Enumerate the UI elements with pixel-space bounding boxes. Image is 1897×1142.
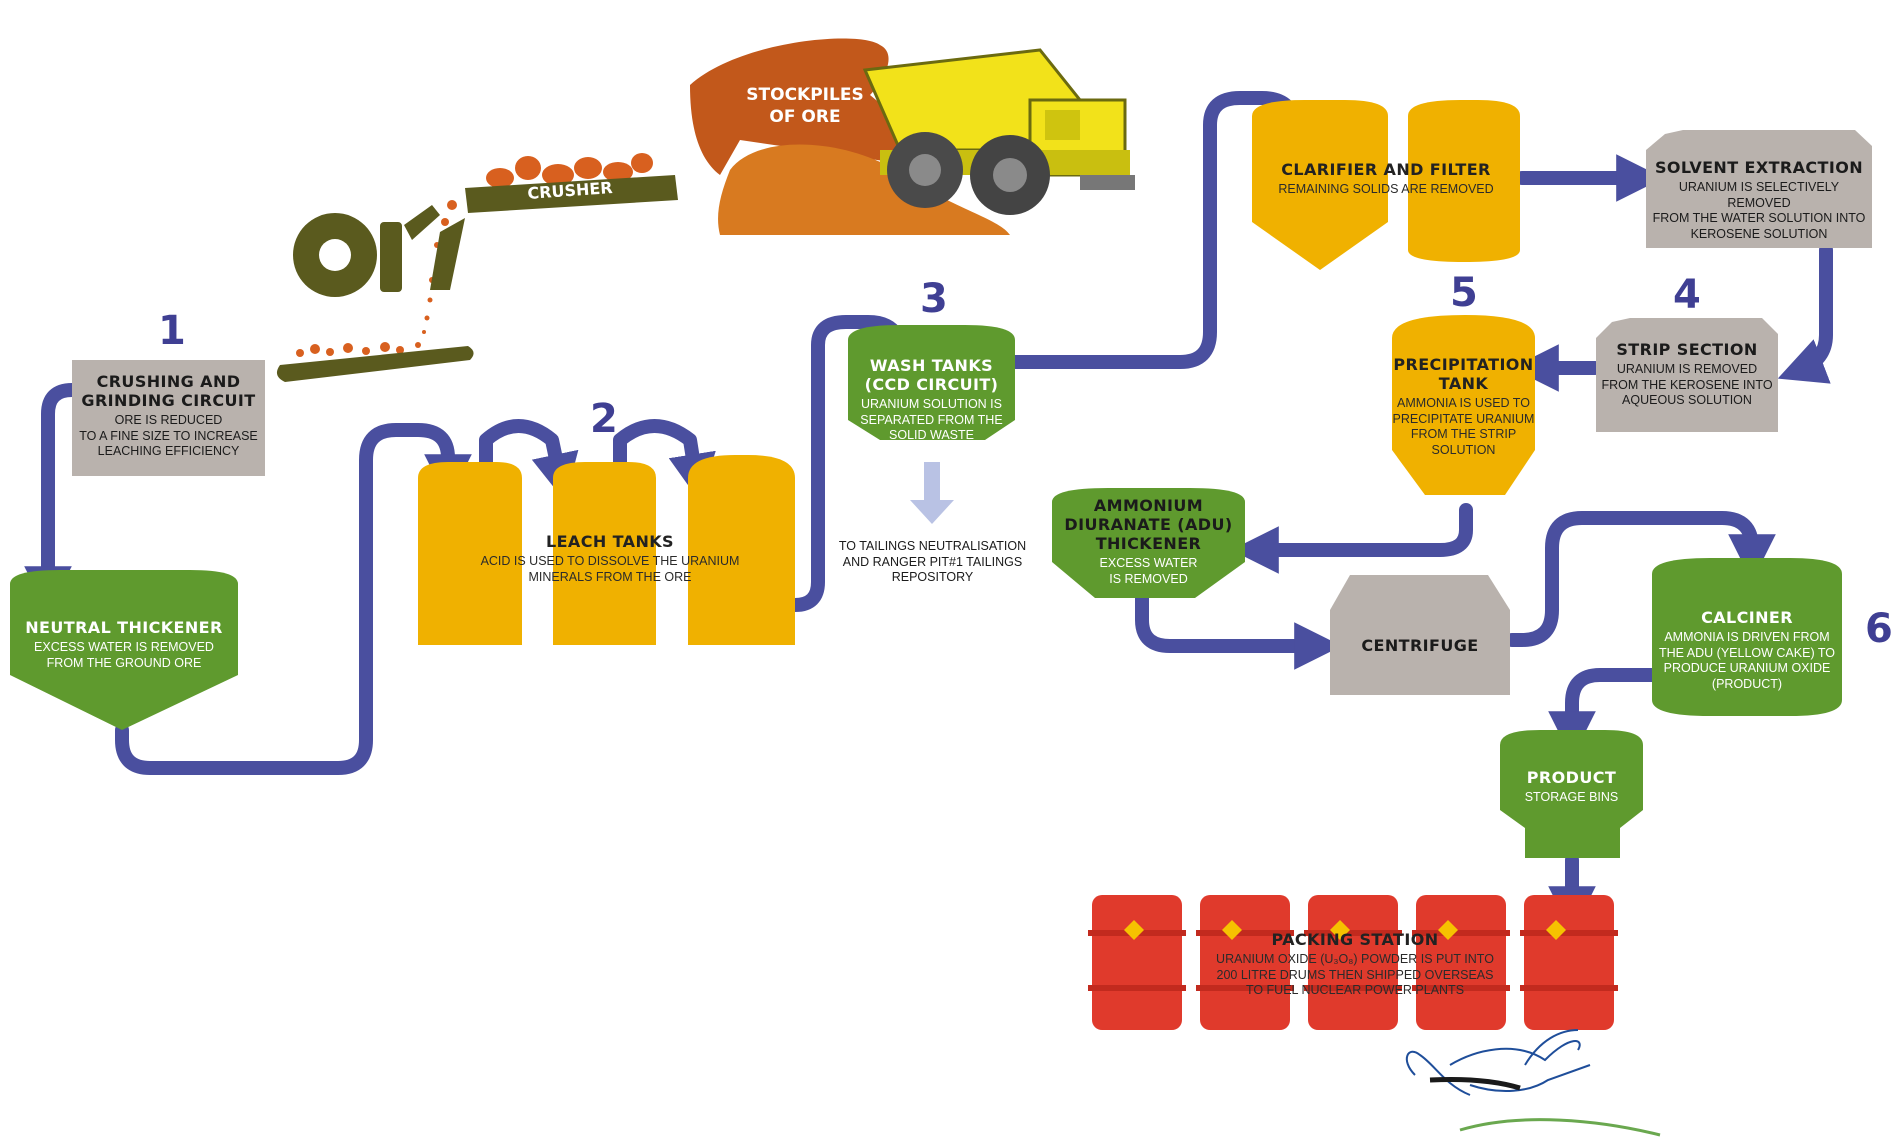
- pipe-solvent-to-strip: [1777, 243, 1833, 384]
- packing-label: PACKING STATION URANIUM OXIDE (U₃O₈) POW…: [1180, 930, 1530, 999]
- neutral-title: NEUTRAL THICKENER: [25, 618, 223, 637]
- strip-label: STRIP SECTION URANIUM IS REMOVED FROM TH…: [1596, 340, 1778, 409]
- pipe-crushing-to-thickener: [24, 383, 79, 614]
- adu-title-3: THICKENER: [1095, 534, 1202, 553]
- product-bin: [1500, 730, 1643, 858]
- stockpiles-label: STOCKPILES OF ORE: [746, 85, 864, 127]
- product-label: PRODUCT STORAGE BINS: [1500, 768, 1643, 806]
- adu-title: AMMONIUM: [1093, 496, 1204, 515]
- step-number-3: 3: [920, 276, 948, 322]
- step-number-4: 4: [1673, 272, 1701, 318]
- adu-thickener-tank: [1052, 488, 1245, 598]
- solvent-title: SOLVENT EXTRACTION: [1655, 158, 1863, 177]
- adu-label: AMMONIUM DIURANATE (ADU) THICKENER EXCES…: [1052, 496, 1245, 587]
- strip-section-box: [1596, 318, 1778, 432]
- adu-title-2: DIURANATE (ADU): [1064, 515, 1233, 534]
- calciner-title: CALCINER: [1701, 608, 1793, 627]
- solvent-label: SOLVENT EXTRACTION URANIUM IS SELECTIVEL…: [1646, 158, 1872, 242]
- centrifuge-title: CENTRIFUGE: [1361, 636, 1479, 655]
- crushing-title: CRUSHING AND: [96, 372, 241, 391]
- clarifier-filter-tanks: [1252, 100, 1520, 270]
- pipe-calciner-to-product: [1548, 668, 1659, 759]
- leach-tanks: [418, 455, 795, 645]
- precipitation-label: PRECIPITATION TANK AMMONIA IS USED TO PR…: [1392, 355, 1535, 457]
- wash-label: WASH TANKS (CCD CIRCUIT) URANIUM SOLUTIO…: [848, 356, 1015, 444]
- step-number-5: 5: [1450, 270, 1478, 316]
- haul-truck-icon: [862, 48, 1135, 215]
- leach-label: LEACH TANKS ACID IS USED TO DISSOLVE THE…: [460, 532, 760, 585]
- tailings-label: TO TAILINGS NEUTRALISATION AND RANGER PI…: [838, 539, 1027, 584]
- calciner-tank: [1652, 558, 1842, 716]
- crushing-box: [72, 360, 265, 476]
- clarifier-title: CLARIFIER AND FILTER: [1281, 160, 1491, 179]
- precip-title-2: TANK: [1438, 374, 1489, 393]
- wash-title-2: (CCD CIRCUIT): [864, 375, 999, 394]
- clarifier-label: CLARIFIER AND FILTER REMAINING SOLIDS AR…: [1252, 160, 1520, 198]
- step-number-6: 6: [1865, 606, 1893, 652]
- pipe-centrifuge-to-calciner: [1505, 511, 1776, 647]
- pipe-leach-loop-2: [613, 419, 716, 502]
- tailings-arrow: [910, 462, 954, 524]
- pipe-leach-loop-1: [479, 419, 579, 502]
- pipe-adu-to-centrifuge: [1135, 591, 1342, 670]
- pipe-precip-to-adu: [1231, 503, 1473, 574]
- wash-title: WASH TANKS: [869, 356, 994, 375]
- leach-title: LEACH TANKS: [546, 532, 674, 551]
- precipitation-tank: [1392, 315, 1535, 495]
- product-title: PRODUCT: [1526, 768, 1617, 787]
- neutral-thickener-tank: [10, 570, 238, 730]
- solvent-extraction-box: [1646, 130, 1872, 248]
- precip-title: PRECIPITATION: [1393, 355, 1534, 374]
- wash-tank: [848, 325, 1015, 440]
- packing-drums: [1088, 895, 1618, 1030]
- bird-logo: [1405, 1029, 1661, 1137]
- crushing-title-2: GRINDING CIRCUIT: [81, 391, 256, 410]
- packing-title: PACKING STATION: [1271, 930, 1439, 949]
- step-number-2: 2: [590, 396, 618, 442]
- centrifuge-box: [1330, 575, 1510, 695]
- step-number-1: 1: [158, 308, 186, 354]
- strip-title: STRIP SECTION: [1616, 340, 1758, 359]
- neutral-thickener-label: NEUTRAL THICKENER EXCESS WATER IS REMOVE…: [10, 618, 238, 671]
- pipe-thickener-to-leach: [115, 423, 472, 775]
- crusher-graphic: [276, 153, 678, 382]
- calciner-label: CALCINER AMMONIA IS DRIVEN FROM THE ADU …: [1652, 608, 1842, 692]
- crushing-label: CRUSHING AND GRINDING CIRCUIT ORE IS RED…: [72, 372, 265, 460]
- centrifuge-label: CENTRIFUGE: [1330, 636, 1510, 655]
